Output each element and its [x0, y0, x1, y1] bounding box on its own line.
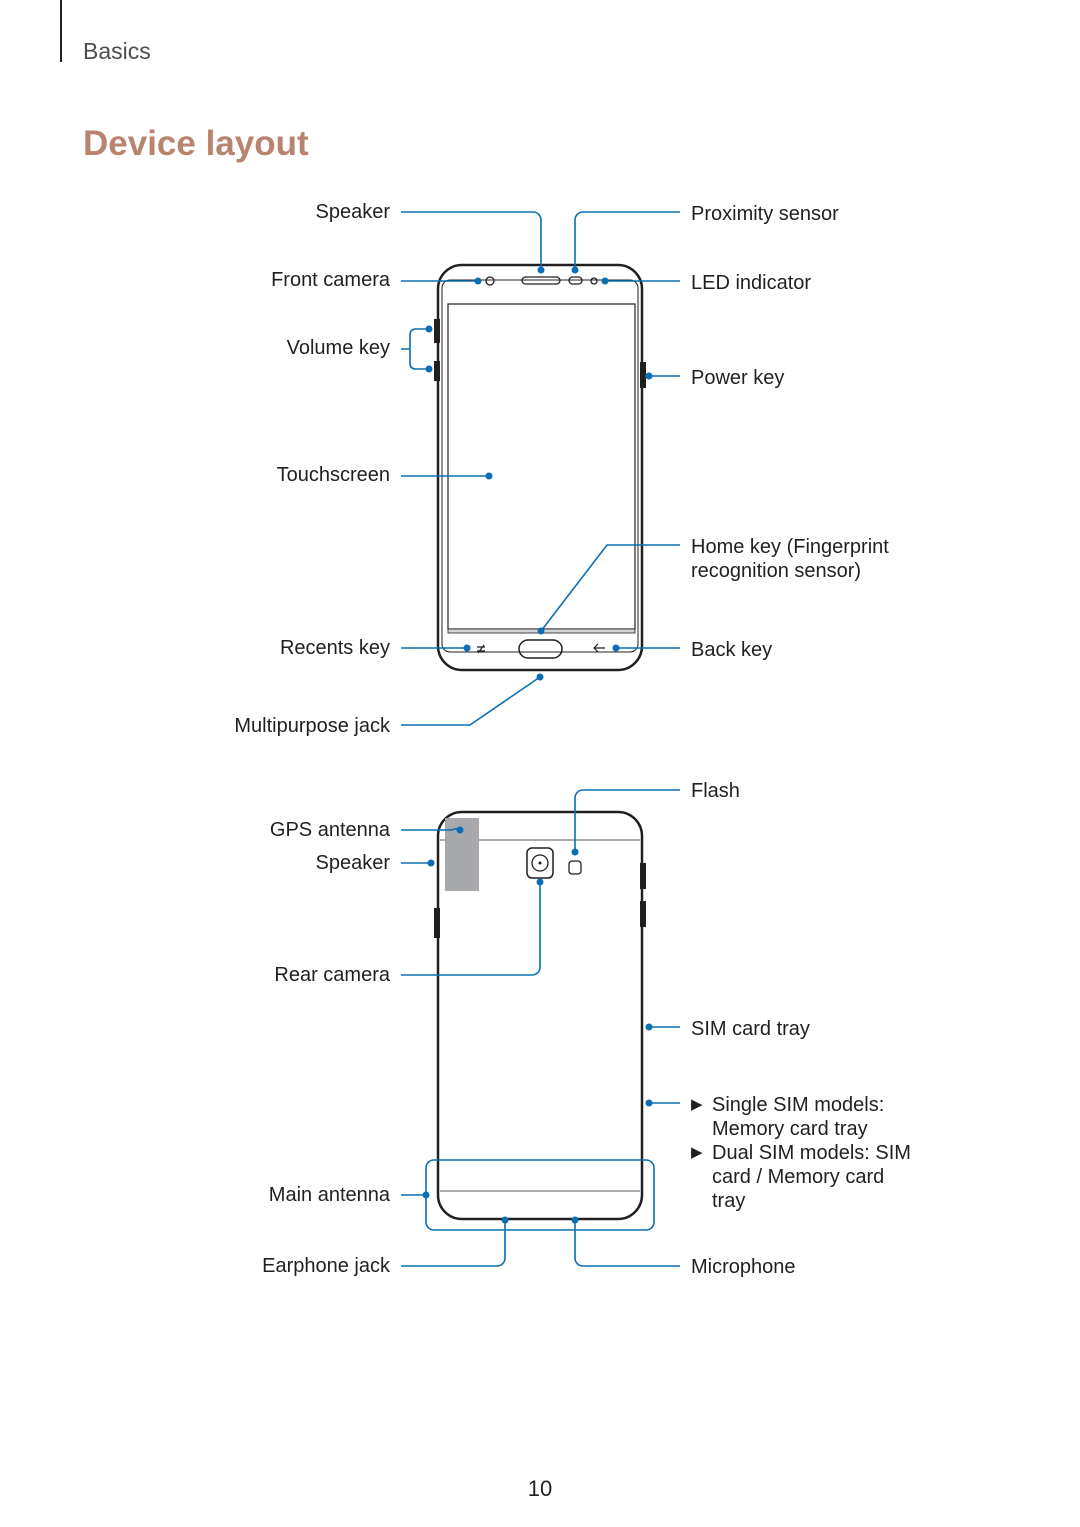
label-back-key: Back key — [691, 639, 773, 661]
page-number: 10 — [527, 1476, 553, 1501]
tray-note: ▶ Single SIM models: Memory card tray ▶ … — [691, 1093, 921, 1223]
tray-note-bullet-1-line1: Single SIM models: — [712, 1094, 885, 1116]
tray-note-bullet-2-line2: card / Memory card — [712, 1166, 885, 1188]
label-front-camera: Front camera — [271, 269, 390, 291]
label-power-key: Power key — [691, 367, 785, 389]
tray-note-bullet-1-line2: Memory card tray — [712, 1118, 868, 1140]
front-phone-illustration — [434, 263, 646, 672]
label-microphone: Microphone — [691, 1256, 796, 1278]
label-sim-card-tray: SIM card tray — [691, 1018, 810, 1040]
label-recents-key: Recents key — [279, 637, 390, 659]
label-gps-antenna: GPS antenna — [269, 819, 390, 841]
tray-note-bullet-2-line3: tray — [712, 1190, 746, 1212]
label-speaker-front: Speaker — [315, 201, 391, 223]
label-touchscreen: Touchscreen — [276, 464, 390, 486]
section-rule — [60, 0, 62, 62]
label-flash: Flash — [691, 780, 740, 802]
label-rear-camera: Rear camera — [274, 964, 390, 986]
label-home-key-line2: recognition sensor) — [691, 560, 862, 582]
back-callouts — [401, 789, 680, 1267]
page-title: Device layout — [83, 124, 309, 163]
label-led-indicator: LED indicator — [691, 272, 812, 294]
label-speaker-back: Speaker — [315, 852, 391, 874]
label-proximity-sensor: Proximity sensor — [691, 203, 839, 225]
label-volume-key: Volume key — [286, 337, 390, 359]
bullet-triangle-icon: ▶ — [691, 1144, 703, 1161]
front-callout-dots — [425, 266, 653, 681]
label-main-antenna: Main antenna — [268, 1184, 390, 1206]
bullet-triangle-icon: ▶ — [691, 1096, 703, 1113]
label-home-key-line1: Home key (Fingerprint — [691, 536, 889, 558]
back-callout-dots — [422, 826, 653, 1224]
tray-note-bullet-2-line1: Dual SIM models: SIM — [712, 1142, 911, 1164]
front-callouts — [401, 211, 680, 726]
back-phone-illustration — [434, 810, 646, 1221]
section-header: Basics — [83, 38, 151, 64]
label-multipurpose-jack: Multipurpose jack — [234, 715, 390, 737]
label-earphone-jack: Earphone jack — [262, 1255, 390, 1277]
